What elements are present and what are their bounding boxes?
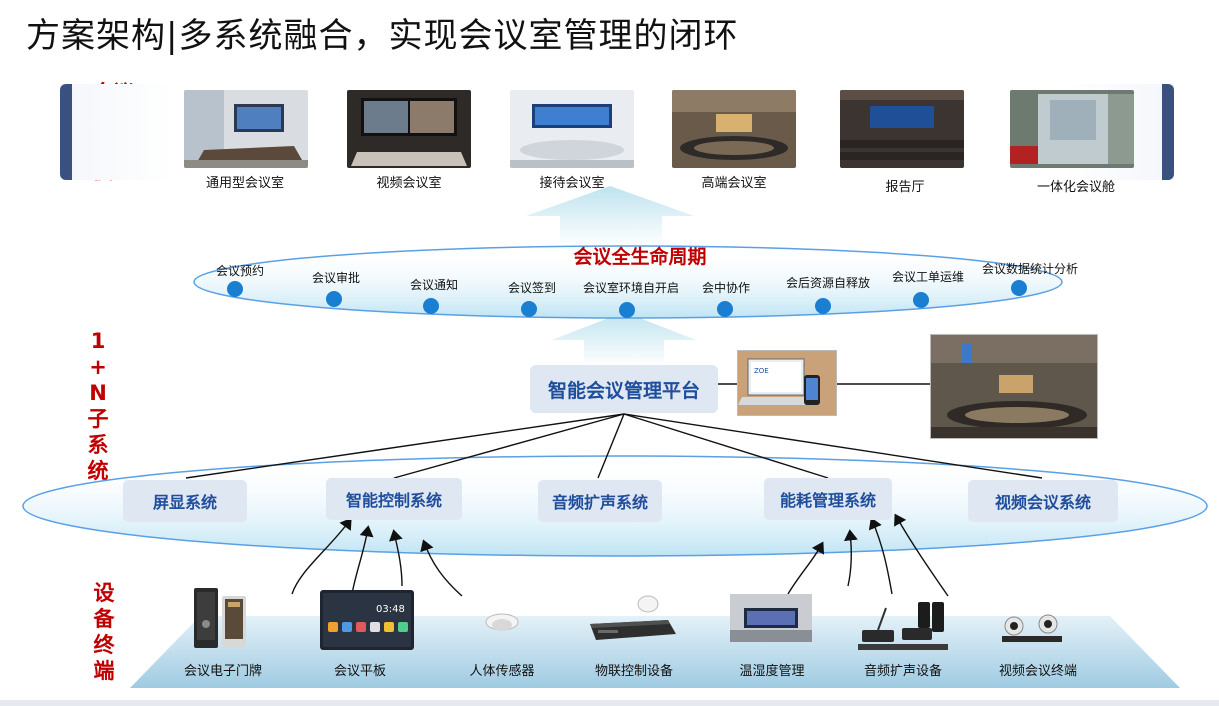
subsystem-section-label: 1 + N 子 系 统 [87,329,109,483]
room-label-premium: 高端会议室 [701,176,767,191]
bracket-right [1162,84,1174,180]
lifecycle-step: 会后资源自释放 [786,276,871,290]
lifecycle-node [717,301,733,317]
lifecycle-step: 会议室环境自开启 [583,281,680,295]
meeting-room-photo [930,334,1098,439]
device-climate-image [730,594,812,642]
room-image-premium [672,90,796,168]
lifecycle-node [619,302,635,318]
page-title: 方案架构|多系统融合，实现会议室管理的闭环 [26,16,739,56]
subsystem-energy: 能耗管理系统 [764,478,892,520]
platform-connector-lines [185,383,1043,479]
room-image-reception [510,90,634,168]
lifecycle-node [815,298,831,314]
lifecycle-node [423,298,439,314]
room-label-auditorium: 报告厅 [885,180,925,195]
device-audio-image [858,600,948,652]
lifecycle-step: 会议数据统计分析 [982,262,1079,276]
upward-arrow-top [526,186,694,246]
devices-section-label: 设 备 终 端 [93,581,115,683]
lifecycle-ellipse [193,245,1063,319]
device-label-door-sign: 会议电子门牌 [183,664,262,679]
room-label-reception: 接待会议室 [539,176,605,191]
room-image-pod [1010,90,1134,168]
platform-box: 智能会议管理平台 [530,365,718,413]
laptop-screen-text: ZOE [754,367,769,375]
device-to-subsystem-arrows [291,513,949,597]
device-label-iot-controller: 物联控制设备 [594,664,673,679]
lifecycle-step: 会议预约 [216,264,265,278]
device-label-body-sensor: 人体传感器 [469,664,535,679]
lifecycle-node [913,292,929,308]
laptop-phone-photo: ZOE [737,350,837,416]
lifecycle-step: 会议审批 [312,271,361,285]
lifecycle-step: 会议签到 [508,281,557,295]
room-image-video [347,90,471,168]
subsystem-audio: 音频扩声系统 [538,480,662,522]
lifecycle-node [326,291,342,307]
lifecycle-node [521,301,537,317]
upward-arrow-middle [552,312,696,366]
device-label-audio: 音频扩声设备 [863,664,942,679]
device-iot-controller-image [588,594,678,646]
lifecycle-step: 会议通知 [410,278,459,292]
device-body-sensor-image [484,612,520,638]
bracket-left [60,84,72,180]
device-tablet-image: 03:48 [320,590,414,650]
tablet-time: 03:48 [376,604,405,615]
lifecycle-node [227,281,243,297]
subsystem-video-conf: 视频会议系统 [968,480,1118,522]
lifecycle-title: 会议全生命周期 [573,246,707,268]
device-label-video-terminal: 视频会议终端 [998,664,1077,679]
device-video-terminal-image [996,612,1068,646]
room-label-video: 视频会议室 [376,176,442,191]
subsystem-smart-control: 智能控制系统 [326,478,462,520]
lifecycle-step: 会议工单运维 [892,270,965,284]
room-image-auditorium [840,90,964,168]
device-label-tablet: 会议平板 [333,664,386,679]
subsystem-display: 屏显系统 [123,480,247,522]
device-label-climate: 温湿度管理 [739,664,805,679]
lifecycle-step: 会中协作 [702,281,751,295]
room-image-general [184,90,308,168]
lifecycle-node [1011,280,1027,296]
device-door-sign-image [192,588,252,650]
room-label-pod: 一体化会议舱 [1036,180,1115,195]
footer-bar [0,700,1219,706]
room-label-general: 通用型会议室 [205,176,284,191]
